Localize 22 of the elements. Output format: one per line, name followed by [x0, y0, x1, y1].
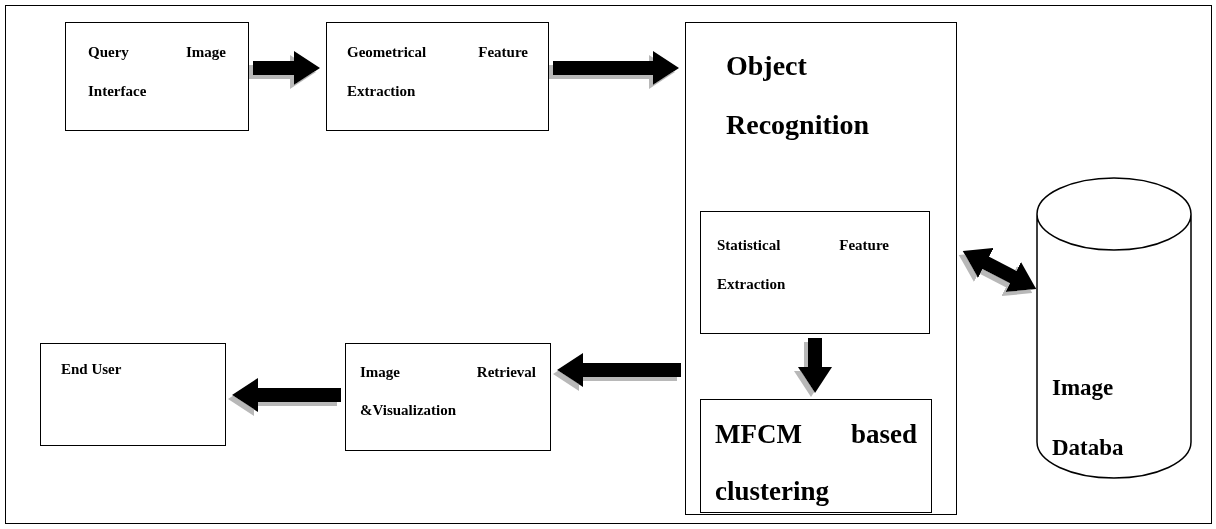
block-arrow	[962, 247, 1037, 293]
node-label: Image Databa	[1052, 374, 1125, 462]
process-box	[345, 343, 551, 451]
process-box	[700, 399, 932, 513]
block-arrow	[232, 378, 341, 412]
process-box	[40, 343, 226, 446]
node-label: Image Retrieval &Visualization	[360, 363, 536, 420]
process-box	[685, 22, 957, 515]
node-label: Object Recognition	[726, 49, 871, 142]
process-box	[65, 22, 249, 131]
node-label: MFCM based clustering	[715, 418, 917, 508]
node-label: Query Image Interface	[88, 43, 226, 101]
process-box	[700, 211, 930, 334]
block-arrow	[798, 338, 832, 393]
block-arrow	[253, 51, 320, 85]
process-box	[326, 22, 549, 131]
block-arrow	[553, 51, 679, 85]
node-label: End User	[61, 360, 123, 379]
block-arrow	[557, 353, 681, 387]
database-cylinder	[1036, 178, 1192, 478]
node-label: Geometrical Feature Extraction	[347, 43, 528, 101]
node-label: Statistical Feature Extraction	[717, 236, 889, 294]
